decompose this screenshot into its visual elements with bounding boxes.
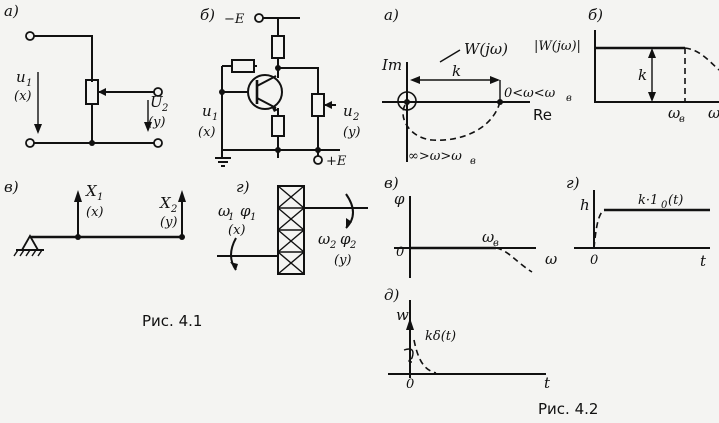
- fig42-b-letter: б): [588, 6, 603, 24]
- fig41-panel-b: б) −E +E u 1 (x) u 2 (y): [198, 6, 361, 169]
- svg-text:2: 2: [161, 103, 168, 114]
- fig41-g-letter: г): [236, 178, 250, 196]
- svg-text:(x): (x): [228, 223, 245, 238]
- svg-text:1: 1: [250, 212, 256, 223]
- svg-text:k: k: [452, 62, 461, 80]
- svg-text:φ: φ: [394, 190, 405, 208]
- svg-text:ω: ω: [708, 104, 719, 122]
- svg-text:в: в: [679, 114, 685, 125]
- transistor: [247, 74, 283, 110]
- svg-text:1: 1: [26, 78, 32, 89]
- svg-text:(y): (y): [160, 215, 178, 230]
- svg-text:φ: φ: [240, 202, 251, 220]
- fig41-panel-g: г) ω 1 φ 1 (x) ω 2 φ 2 (y): [217, 178, 368, 275]
- svg-text:+E: +E: [326, 154, 347, 169]
- svg-text:|W(jω)|: |W(jω)|: [534, 39, 581, 54]
- svg-text:k: k: [638, 66, 647, 84]
- emitter-resistor: [271, 115, 285, 137]
- svg-text:ω: ω: [218, 202, 230, 220]
- svg-text:φ: φ: [340, 230, 351, 248]
- output-terminal-bottom: [153, 138, 163, 148]
- svg-text:U: U: [150, 93, 164, 111]
- svg-text:ω: ω: [318, 230, 330, 248]
- gearbox: [277, 185, 305, 275]
- svg-text:0: 0: [406, 377, 414, 392]
- svg-text:(t): (t): [668, 193, 683, 208]
- input-terminal-top: [25, 31, 35, 41]
- fig42-d-letter: д): [384, 286, 400, 304]
- fig41-panel-v: в) X 1 (x) X 2 (y): [4, 178, 186, 257]
- fig41-b-letter: б): [200, 6, 215, 24]
- fig42-panel-a: а) Im Re W(jω) k 0<ω<ω в ∞>ω>ω в: [381, 6, 572, 167]
- svg-text:0: 0: [661, 200, 668, 211]
- fig42-panel-b: б) |W(jω)| k ω в ω: [534, 6, 719, 125]
- svg-text:в: в: [566, 93, 572, 104]
- svg-text:ω: ω: [668, 104, 680, 122]
- svg-text:u: u: [16, 68, 26, 86]
- fig42-panel-v: в) φ 0 ω в ω: [384, 174, 557, 278]
- svg-text:t: t: [544, 374, 551, 392]
- svg-text:kδ(t): kδ(t): [425, 329, 456, 344]
- svg-text:h: h: [580, 196, 590, 214]
- svg-text:(y): (y): [148, 115, 166, 130]
- fig42-panel-d: д) w kδ(t) 0 t: [384, 286, 551, 392]
- svg-text:в: в: [470, 156, 476, 167]
- svg-text:k·1: k·1: [638, 193, 658, 208]
- svg-text:1: 1: [97, 192, 103, 203]
- svg-text:в: в: [493, 238, 499, 249]
- svg-text:(y): (y): [343, 125, 361, 140]
- fig42-a-letter: а): [384, 6, 399, 24]
- svg-text:∞>ω>ω: ∞>ω>ω: [408, 149, 462, 164]
- svg-text:W(jω): W(jω): [464, 40, 508, 58]
- fig41-caption: Рис. 4.1: [142, 312, 202, 330]
- svg-text:1: 1: [228, 212, 234, 223]
- svg-text:u: u: [343, 102, 353, 120]
- svg-text:(x): (x): [86, 205, 103, 220]
- collector-resistor: [271, 35, 285, 59]
- svg-text:ω: ω: [482, 228, 494, 246]
- potentiometer: [85, 79, 99, 105]
- fig41-v-letter: в): [4, 178, 19, 196]
- svg-text:(x): (x): [14, 89, 31, 104]
- fig42-g-letter: г): [566, 174, 580, 192]
- svg-text:2: 2: [352, 112, 359, 123]
- svg-text:−E: −E: [224, 12, 245, 27]
- fig42-v-letter: в): [384, 174, 399, 192]
- svg-text:t: t: [700, 252, 707, 270]
- fig42-caption: Рис. 4.2: [538, 400, 598, 418]
- svg-text:ω: ω: [545, 250, 557, 268]
- svg-text:Re: Re: [533, 106, 552, 124]
- svg-text:X: X: [85, 182, 98, 200]
- svg-text:0: 0: [396, 245, 404, 260]
- svg-text:2: 2: [329, 240, 336, 251]
- svg-text:0<ω<ω: 0<ω<ω: [504, 86, 556, 101]
- svg-text:1: 1: [212, 112, 218, 123]
- fig42-panel-g: г) h k·1 0 (t) 0 t: [566, 174, 710, 270]
- svg-text:0: 0: [590, 253, 598, 268]
- svg-text:X: X: [159, 194, 172, 212]
- svg-text:Im: Im: [381, 56, 402, 74]
- svg-text:2: 2: [349, 240, 356, 251]
- svg-text:u: u: [202, 102, 212, 120]
- input-terminal-bottom: [25, 138, 35, 148]
- svg-text:w: w: [396, 306, 409, 324]
- output-potentiometer: [311, 93, 325, 117]
- svg-text:(x): (x): [198, 125, 215, 140]
- base-resistor: [231, 59, 255, 73]
- output-terminal-top: [153, 87, 163, 97]
- svg-text:2: 2: [170, 204, 177, 215]
- svg-text:(y): (y): [334, 253, 352, 268]
- fig41-panel-a: а) u 1 (x) U 2 (y): [4, 2, 168, 148]
- fig41-a-letter: а): [4, 2, 19, 20]
